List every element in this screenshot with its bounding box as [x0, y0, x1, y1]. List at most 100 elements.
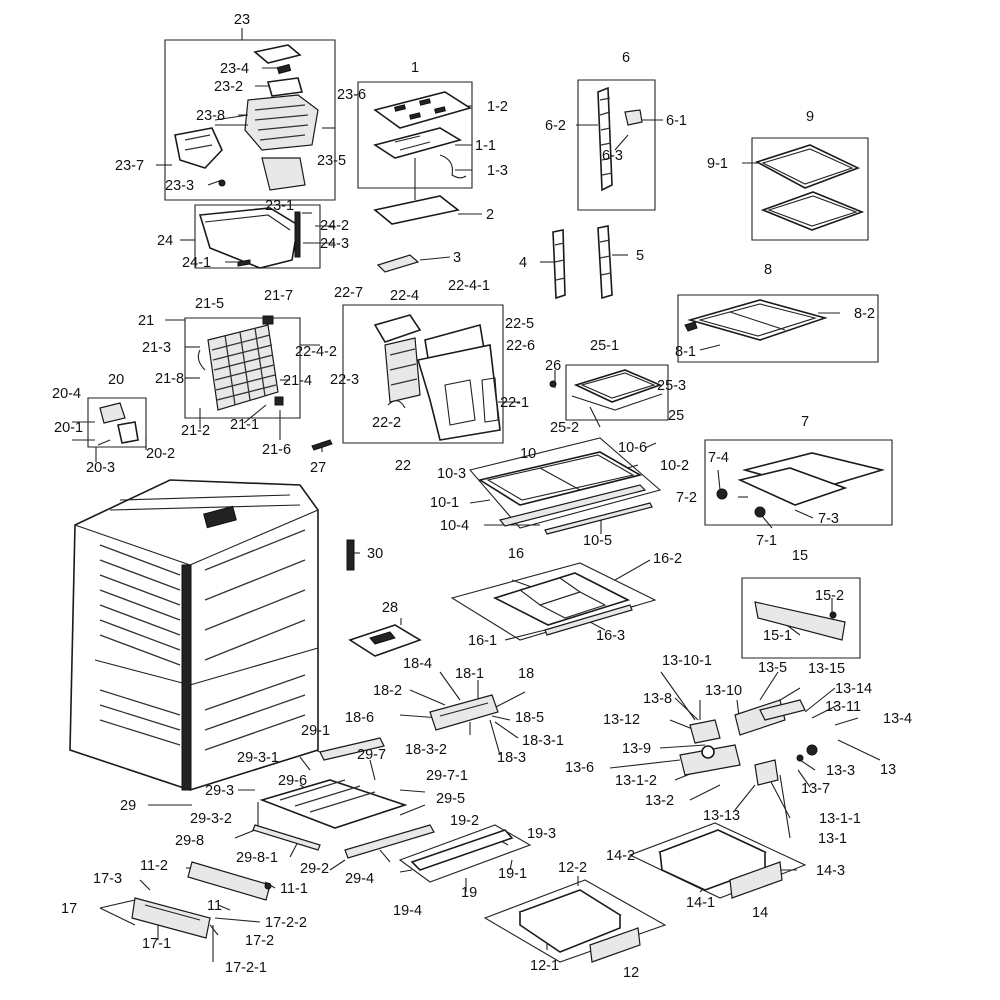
label-8-1: 8-1: [675, 344, 696, 360]
part-6-rail: [597, 86, 643, 192]
label-10-3: 10-3: [437, 466, 466, 482]
label-23-5: 23-5: [317, 153, 346, 169]
label-12-1: 12-1: [530, 958, 559, 974]
label-25-1: 25-1: [590, 338, 619, 354]
label-19-2: 19-2: [450, 813, 479, 829]
label-3: 3: [453, 250, 461, 266]
label-16: 16: [508, 546, 524, 562]
label-21-3: 21-3: [142, 340, 171, 356]
label-10-1: 10-1: [430, 495, 459, 511]
label-29-7-1: 29-7-1: [426, 768, 468, 784]
label-20: 20: [108, 372, 124, 388]
label-19-1: 19-1: [498, 866, 527, 882]
label-12: 12: [623, 965, 639, 981]
label-18-3-2: 18-3-2: [405, 742, 447, 758]
label-29: 29: [120, 798, 136, 814]
bracket-7: [704, 439, 893, 526]
label-5: 5: [636, 248, 644, 264]
part-13-dispenser-parts: [679, 699, 818, 786]
label-22-6: 22-6: [506, 338, 535, 354]
label-21-2: 21-2: [181, 423, 210, 439]
part-20-assembly: [97, 402, 139, 446]
bracket-25: [565, 364, 669, 421]
label-6-2: 6-2: [545, 118, 566, 134]
label-18-2: 18-2: [373, 683, 402, 699]
label-23: 23: [234, 12, 250, 28]
part-10-shelf: [477, 451, 653, 535]
label-6: 6: [622, 50, 630, 66]
label-1-3: 1-3: [487, 163, 508, 179]
label-28: 28: [382, 600, 398, 616]
label-23-7: 23-7: [115, 158, 144, 174]
label-21-8: 21-8: [155, 371, 184, 387]
label-23-1: 23-1: [265, 198, 294, 214]
label-21-7: 21-7: [264, 288, 293, 304]
label-2: 2: [486, 207, 494, 223]
label-12-2: 12-2: [558, 860, 587, 876]
label-25-3: 25-3: [657, 378, 686, 394]
label-6-1: 6-1: [666, 113, 687, 129]
bracket-10: [468, 437, 662, 529]
label-20-2: 20-2: [146, 446, 175, 462]
label-13: 13: [880, 762, 896, 778]
label-29-7: 29-7: [357, 747, 386, 763]
part-2-panel: [373, 195, 460, 225]
label-26: 26: [545, 358, 561, 374]
part-30-strip: [346, 539, 355, 571]
part-7-shelf: [716, 452, 886, 518]
part-5-rail: [597, 225, 613, 300]
label-1-2: 1-2: [487, 99, 508, 115]
bracket-8: [677, 294, 879, 363]
label-18-3-1: 18-3-1: [522, 733, 564, 749]
label-13-1-1: 13-1-1: [819, 811, 861, 827]
label-24-2: 24-2: [320, 218, 349, 234]
label-19-4: 19-4: [393, 903, 422, 919]
label-7-2: 7-2: [676, 490, 697, 506]
part-8-shelf: [684, 299, 828, 341]
label-11-1: 11-1: [280, 881, 308, 897]
part-23-icemaker-assembly: [174, 44, 319, 191]
bracket-16: [450, 562, 657, 641]
bracket-24: [194, 204, 321, 269]
label-13-3: 13-3: [826, 763, 855, 779]
label-29-3: 29-3: [205, 783, 234, 799]
label-18: 18: [518, 666, 534, 682]
part-18-cover: [429, 694, 499, 731]
label-13-11: 13-11: [825, 699, 861, 715]
label-22-7: 22-7: [334, 285, 363, 301]
group-brackets: [87, 28, 893, 963]
label-4: 4: [519, 255, 527, 271]
label-14-3: 14-3: [816, 863, 845, 879]
label-16-2: 16-2: [653, 551, 682, 567]
label-22-5: 22-5: [505, 316, 534, 332]
label-16-1: 16-1: [468, 633, 497, 649]
part-1-cover: [373, 91, 472, 200]
part-19-rail: [410, 829, 514, 871]
part-9-glass-shelves: [754, 144, 865, 231]
bracket-21: [184, 317, 301, 419]
label-13-7: 13-7: [801, 781, 830, 797]
label-9-1: 9-1: [707, 156, 728, 172]
bracket-6: [577, 79, 656, 211]
label-29-4: 29-4: [345, 871, 374, 887]
label-23-3: 23-3: [165, 178, 194, 194]
label-22-4-1: 22-4-1: [448, 278, 490, 294]
label-24-3: 24-3: [320, 236, 349, 252]
label-11: 11: [207, 898, 222, 914]
label-16-3: 16-3: [596, 628, 625, 644]
label-13-6: 13-6: [565, 760, 594, 776]
bracket-23: [164, 39, 336, 201]
part-27-clip: [311, 439, 333, 451]
bracket-9: [751, 137, 869, 241]
label-23-4: 23-4: [220, 61, 249, 77]
label-13-9: 13-9: [622, 741, 651, 757]
part-29-freezer-drawer: [252, 737, 435, 859]
label-11-2: 11-2: [140, 858, 168, 874]
label-17: 17: [61, 901, 77, 917]
bracket-19: [398, 824, 532, 883]
label-17-3: 17-3: [93, 871, 122, 887]
label-13-14: 13-14: [835, 681, 872, 697]
label-23-2: 23-2: [214, 79, 243, 95]
label-7-4: 7-4: [708, 450, 729, 466]
label-18-6: 18-6: [345, 710, 374, 726]
